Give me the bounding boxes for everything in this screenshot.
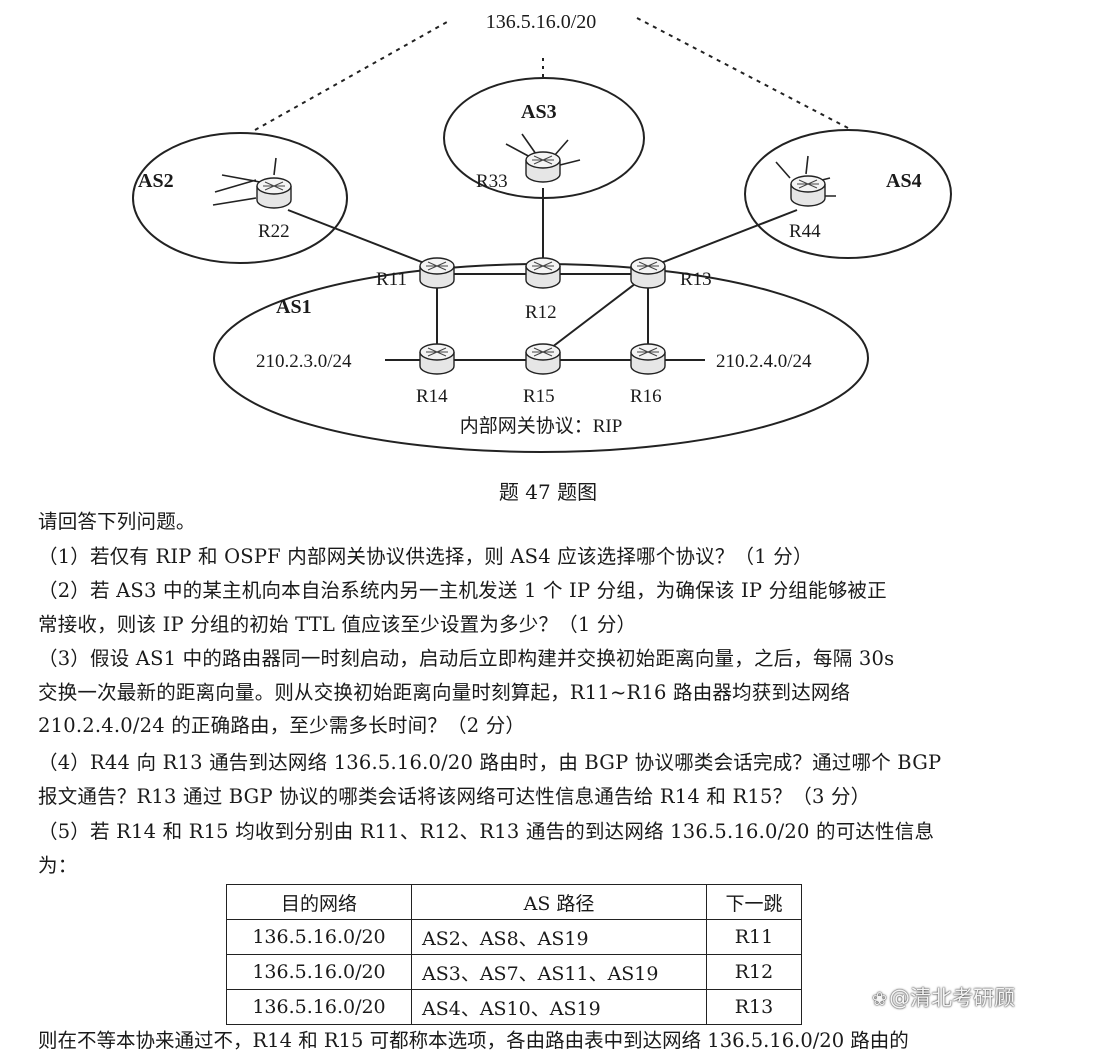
question-5: （5）若 R14 和 R15 均收到分别由 R11、R12、R13 通告的到达网… — [38, 820, 935, 877]
question-3: （3）假设 AS1 中的路由器同一时刻启动，启动后立即构建并交换初始距离向量，之… — [38, 647, 895, 737]
link-r22-r11 — [287, 209, 438, 269]
as1-label: AS1 — [276, 296, 312, 318]
network-210-2-4-label: 210.2.4.0/24 — [716, 351, 812, 372]
router-r44-icon — [790, 175, 826, 207]
question-1: （1）若仅有 RIP 和 OSPF 内部网关协议供选择，则 AS4 应该选择哪个… — [38, 545, 813, 568]
router-r13-icon — [630, 257, 666, 289]
router-r14-label: R14 — [416, 386, 448, 407]
cell-destination: 136.5.16.0/20 — [226, 954, 412, 990]
dashed-link-as4 — [636, 17, 849, 129]
watermark: ❀@清北考研顾 — [872, 982, 1015, 1012]
cell-as-path: AS4、AS10、AS19 — [411, 989, 707, 1025]
link-r13-r15 — [542, 273, 649, 355]
igp-label: 内部网关协议：RIP — [460, 415, 623, 437]
cell-as-path: AS2、AS8、AS19 — [411, 919, 707, 955]
router-r13-label: R13 — [680, 269, 712, 290]
router-r14-icon — [419, 343, 455, 375]
router-r15-label: R15 — [523, 386, 555, 407]
question-4: （4）R44 向 R13 通告到达网络 136.5.16.0/20 路由时，由 … — [38, 751, 942, 808]
router-r12-label: R12 — [525, 302, 557, 323]
header-destination: 目的网络 — [226, 884, 412, 920]
router-r33-icon — [525, 151, 561, 183]
table-row: 136.5.16.0/20 AS3、AS7、AS11、AS19 R12 — [226, 954, 802, 990]
route-table: 目的网络 AS 路径 下一跳 136.5.16.0/20 AS2、AS8、AS1… — [226, 884, 802, 1025]
router-r44-label: R44 — [789, 221, 821, 242]
table-row: 136.5.16.0/20 AS4、AS10、AS19 R13 — [226, 989, 802, 1025]
as4-label: AS4 — [886, 170, 922, 192]
as2-boundary — [132, 132, 348, 264]
cell-destination: 136.5.16.0/20 — [226, 919, 412, 955]
link-r44-r13 — [647, 209, 798, 269]
cell-next-hop: R11 — [706, 919, 802, 955]
header-as-path: AS 路径 — [411, 884, 707, 920]
cell-next-hop: R12 — [706, 954, 802, 990]
as2-label: AS2 — [138, 170, 174, 192]
top-network-label: 136.5.16.0/20 — [486, 11, 597, 33]
router-r33-label: R33 — [476, 171, 508, 192]
router-r16-label: R16 — [630, 386, 662, 407]
table-row: 136.5.16.0/20 AS2、AS8、AS19 R11 — [226, 919, 802, 955]
dashed-link-as2 — [254, 21, 448, 131]
router-r12-icon — [525, 257, 561, 289]
cell-destination: 136.5.16.0/20 — [226, 989, 412, 1025]
router-r11-icon — [419, 257, 455, 289]
network-210-2-3-label: 210.2.3.0/24 — [256, 351, 352, 372]
paw-icon: ❀ — [872, 989, 888, 1010]
question-2: （2）若 AS3 中的某主机向本自治系统内另一主机发送 1 个 IP 分组，为确… — [38, 579, 887, 636]
router-r22-label: R22 — [258, 221, 290, 242]
router-r22-icon — [256, 177, 292, 209]
question-intro: 请回答下列问题。 — [38, 510, 196, 533]
as3-label: AS3 — [521, 101, 557, 123]
router-r15-icon — [525, 343, 561, 375]
interface-stubs — [212, 133, 836, 206]
as4-boundary — [744, 129, 952, 259]
route-table-header: 目的网络 AS 路径 下一跳 — [226, 884, 802, 920]
watermark-text: @清北考研顾 — [889, 986, 1016, 1010]
cell-next-hop: R13 — [706, 989, 802, 1025]
header-next-hop: 下一跳 — [706, 884, 802, 920]
figure-caption: 题 47 题图 — [498, 480, 598, 504]
router-r11-label: R11 — [376, 269, 407, 290]
network-topology-diagram: 136.5.16.0/20 AS2 AS3 AS4 AS1 — [132, 11, 952, 453]
cutoff-text-line: 则在不等本协来通过不，R14 和 R15 可都称本选项，各由路由表中到达网络 1… — [38, 1029, 909, 1052]
router-r16-icon — [630, 343, 666, 375]
cell-as-path: AS3、AS7、AS11、AS19 — [411, 954, 707, 990]
